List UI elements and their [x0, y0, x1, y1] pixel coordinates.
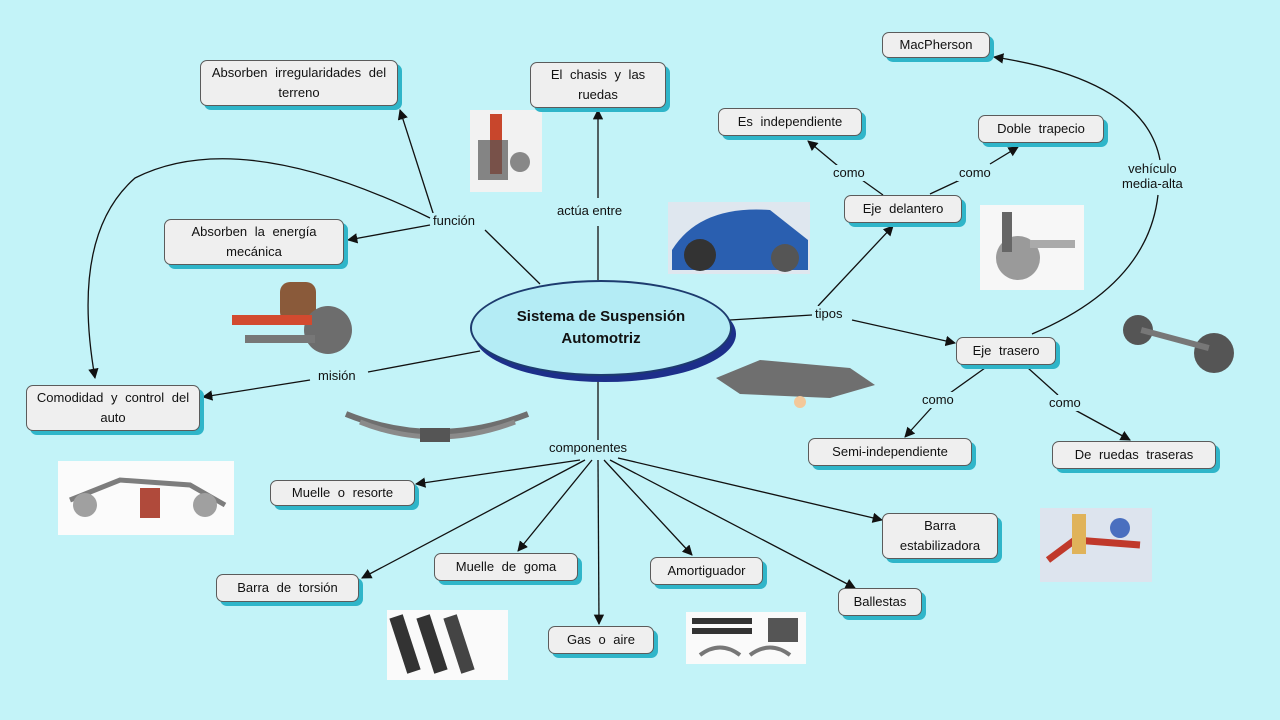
- edge-label-como-3: como: [920, 392, 956, 408]
- shock-absorber-strut-photo: [470, 110, 542, 192]
- node-absorben-energia[interactable]: Absorben la energía mecánica: [164, 219, 344, 265]
- edge-label-vehiculo-media-alta: vehículo media-alta: [1120, 161, 1185, 191]
- node-barra-torsion[interactable]: Barra de torsión: [216, 574, 359, 602]
- node-comodidad-control[interactable]: Comodidad y control del auto: [26, 385, 200, 431]
- edge-label-mision: misión: [316, 368, 358, 384]
- shock-absorbers-photo: [387, 610, 508, 680]
- edge-label-componentes: componentes: [547, 440, 630, 456]
- front-suspension-photo: [980, 205, 1084, 290]
- node-doble-trapecio[interactable]: Doble trapecio: [978, 115, 1104, 143]
- node-eje-delantero[interactable]: Eje delantero: [844, 195, 962, 223]
- leaf-spring-photo: [342, 405, 532, 455]
- edge-label-funcion: función: [431, 213, 477, 229]
- node-muelle-resorte[interactable]: Muelle o resorte: [270, 480, 415, 506]
- center-node-title-line1: Sistema de Suspensión: [516, 308, 686, 325]
- node-muelle-goma[interactable]: Muelle de goma: [434, 553, 578, 581]
- car-suspension-photo: [668, 202, 810, 274]
- edge-label-como-2: como: [957, 165, 993, 181]
- connector-lines: [87, 53, 1161, 626]
- edge-label-vehiculo: vehículo: [1128, 161, 1177, 176]
- edge-label-actua-entre: actúa entre: [555, 203, 625, 219]
- edge-label-tipos: tipos: [813, 306, 845, 322]
- node-gas-aire[interactable]: Gas o aire: [548, 626, 654, 654]
- stabilizer-bar-photo: [1040, 508, 1152, 582]
- node-semi-independiente[interactable]: Semi-independiente: [808, 438, 972, 466]
- edge-label-como-1: como: [831, 165, 867, 181]
- node-chasis-ruedas[interactable]: El chasis y las ruedas: [530, 62, 666, 108]
- coil-spring-suspension-photo: [225, 275, 355, 363]
- node-barra-estabilizadora[interactable]: Barra estabilizadora: [882, 513, 998, 559]
- subframe-photo: [710, 350, 878, 410]
- node-macpherson[interactable]: MacPherson: [882, 32, 990, 58]
- center-node-sistema-suspension[interactable]: Sistema de Suspensión Automotriz: [470, 280, 732, 376]
- node-es-independiente[interactable]: Es independiente: [718, 108, 862, 136]
- rear-axle-photo: [1100, 312, 1240, 376]
- edge-label-media-alta: media-alta: [1122, 176, 1183, 191]
- node-absorben-irregularidades[interactable]: Absorben irregularidades del terreno: [200, 60, 398, 106]
- edge-label-como-4: como: [1047, 395, 1083, 411]
- node-eje-trasero[interactable]: Eje trasero: [956, 337, 1056, 365]
- node-ballestas[interactable]: Ballestas: [838, 588, 922, 616]
- suspension-diagram-photo: [58, 461, 234, 535]
- node-ruedas-traseras[interactable]: De ruedas traseras: [1052, 441, 1216, 469]
- node-amortiguador[interactable]: Amortiguador: [650, 557, 763, 585]
- springs-kit-photo: [686, 612, 806, 664]
- center-node-title-line2: Automotriz: [561, 330, 641, 347]
